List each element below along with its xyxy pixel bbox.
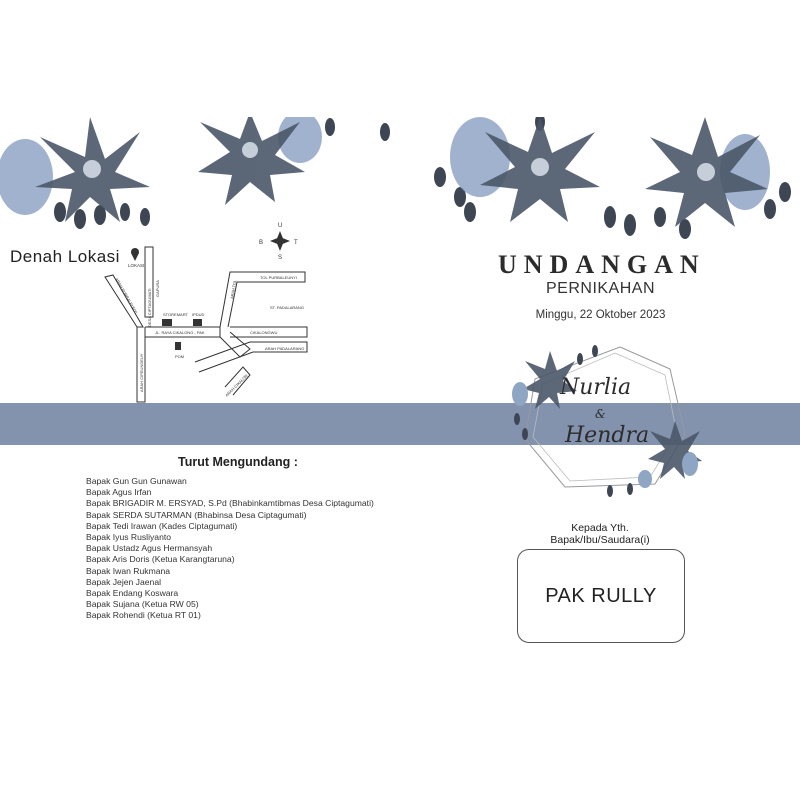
salutation-line-2: Bapak/Ibu/Saudara(i) xyxy=(550,534,650,546)
map-label-ipdud: IPDUD xyxy=(192,312,205,317)
location-map: U S T B LOKASI GAPURA DESA CIPTAGUMATI A… xyxy=(104,223,308,403)
salutation-line-1: Kepada Yth. xyxy=(571,522,629,534)
map-label-tol: TOL PURBALEUNYI xyxy=(260,275,297,280)
compass-icon: U S T B xyxy=(259,223,298,261)
list-item: Bapak Iwan Rukmana xyxy=(86,565,171,576)
map-label-arah-tol: ARAH TOL xyxy=(230,280,237,299)
map-label-pom: POM xyxy=(175,354,184,359)
map-label-lokasi: LOKASI xyxy=(128,263,144,268)
svg-text:S: S xyxy=(278,255,282,261)
svg-text:U: U xyxy=(278,223,282,229)
list-item: Bapak Gun Gun Gunawan xyxy=(86,476,187,486)
fuel-icon xyxy=(175,342,181,350)
list-item: Bapak Iyus Rusliyanto xyxy=(86,532,172,543)
svg-text:T: T xyxy=(294,240,298,246)
map-label-arah-purbaleunyi: ARAH PURBALEUNYI xyxy=(114,277,139,315)
invitation-subtitle: PERNIKAHAN xyxy=(545,280,656,297)
list-item: Bapak BRIGADIR M. ERSYAD, S.Pd (Bhabinka… xyxy=(86,498,374,509)
list-item: Bapak Ustadz Agus Hermansyah xyxy=(86,543,213,554)
list-item: Bapak Jejen Jaenal xyxy=(86,576,162,587)
floral-header xyxy=(0,117,791,239)
inviters-heading: Turut Mengundang : xyxy=(178,455,298,469)
map-label-arah-cipeundeuy: ARAH CIPEUNDEUY xyxy=(139,353,144,392)
list-item: Bapak Endang Koswara xyxy=(86,588,179,599)
map-label-jl: JL. RAYA CIKALONG - PAK xyxy=(155,330,205,335)
list-item: Bapak Sujana (Ketua RW 05) xyxy=(86,599,199,610)
recipient-name: PAK RULLY xyxy=(545,584,657,607)
invitation-card: Denah Lokasi U S T B LOKASI GAPURA DESA … xyxy=(0,117,800,690)
list-item: Bapak Rohendi (Ketua RT 01) xyxy=(86,610,201,621)
map-label-arah-cikalong: ARAH CIKALON xyxy=(224,373,249,398)
map-title: Denah Lokasi xyxy=(10,247,120,266)
school-icon xyxy=(193,319,202,326)
list-item: Bapak Aris Doris (Ketua Karangtaruna) xyxy=(86,554,235,565)
inviters-list: Bapak Gun Gun Gunawan Bapak Agus Irfan B… xyxy=(86,476,374,622)
list-item: Bapak Tedi Irawan (Kades Ciptagumati) xyxy=(86,520,238,531)
recipient-box: PAK RULLY xyxy=(517,549,685,643)
bride-name: Nurlia xyxy=(560,375,632,400)
list-item: Bapak SERDA SUTARMAN (Bhabinsa Desa Cipt… xyxy=(86,509,307,520)
event-date: Minggu, 22 Oktober 2023 xyxy=(535,309,666,321)
ampersand: & xyxy=(595,407,606,421)
map-label-st-padalarang: ST. PADALARANG xyxy=(270,305,304,310)
floral-wreath xyxy=(512,345,702,497)
map-label-cikalong: CIKALONGWU xyxy=(250,330,277,335)
svg-text:B: B xyxy=(259,240,263,246)
map-label-arah-padalarang: ARAH PADALARANG xyxy=(265,346,304,351)
map-label-gapura: GAPURA xyxy=(155,280,160,297)
invitation-title: UNDANGAN xyxy=(498,250,706,279)
location-pin-icon xyxy=(131,248,139,261)
map-label-storemart: STOREMART xyxy=(163,312,189,317)
groom-name: Hendra xyxy=(565,423,650,448)
list-item: Bapak Agus Irfan xyxy=(86,487,152,498)
store-icon xyxy=(162,319,172,326)
recipient-salutation: Kepada Yth. Bapak/Ibu/Saudara(i) xyxy=(495,522,705,546)
map-label-desa: DESA CIPTAGUMATI xyxy=(147,288,152,327)
